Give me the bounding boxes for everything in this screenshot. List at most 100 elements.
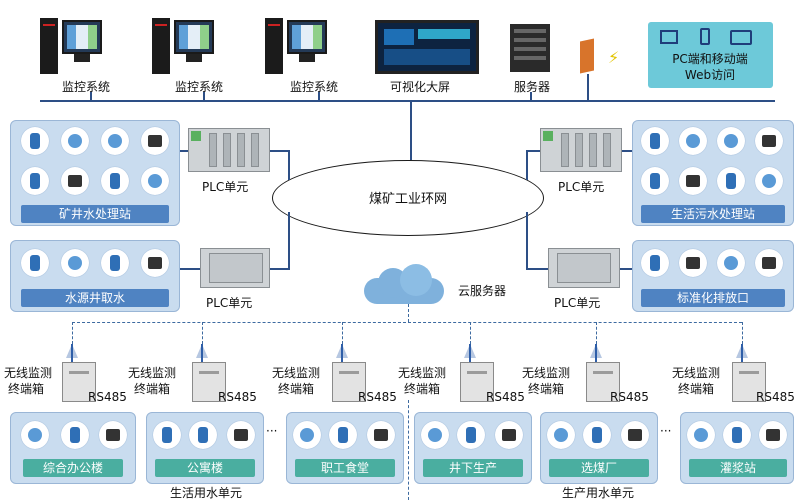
terminal-label-1b: 终端箱 (8, 382, 45, 396)
meter-icon (21, 421, 49, 449)
flowmeter-icon (61, 249, 89, 277)
monitor-label-3: 监控系统 (290, 80, 339, 94)
terminal-label-3a: 无线监测 (272, 366, 321, 380)
ant-drop-5 (596, 322, 597, 344)
server-icon (510, 24, 550, 72)
link-rt-ring-v (526, 150, 528, 180)
rs485-label-4: RS485 (486, 390, 525, 404)
terminal-label-4b: 终端箱 (404, 382, 441, 396)
terminal-label-1a: 无线监测 (4, 366, 53, 380)
valve-icon (755, 167, 783, 195)
pc-screen-icon (660, 30, 678, 44)
link-rm-ring-v (526, 212, 528, 270)
terminal-box-icon (732, 362, 766, 402)
cabinet-icon (61, 167, 89, 195)
group-label-domestic: 生活用水单元 (170, 486, 243, 500)
camera-icon (717, 249, 745, 277)
station-panel-right-top: 生活污水处理站 (632, 120, 794, 226)
ant-drop-6 (742, 322, 743, 344)
plc-label-right-top: PLC单元 (558, 180, 605, 194)
controller-icon (141, 127, 169, 155)
station-label-left-top: 矿井水处理站 (21, 205, 169, 223)
web-access-box: PC端和移动端 Web访问 (648, 22, 773, 88)
link-rm (620, 268, 632, 270)
meter-icon (547, 421, 575, 449)
pc1-drop (90, 92, 92, 101)
monitor-label-2: 监控系统 (175, 80, 224, 94)
sensor-icon (21, 249, 49, 277)
sensor-icon (641, 249, 669, 277)
monitor-label-1: 监控系统 (62, 80, 111, 94)
antenna-icon (196, 344, 208, 368)
terminal-box-icon (586, 362, 620, 402)
sensor-icon (61, 421, 89, 449)
link-rt (622, 150, 632, 152)
rs485-label-6: RS485 (756, 390, 795, 404)
sensor-icon (583, 421, 611, 449)
ring-network-label: 煤矿工业环网 (368, 192, 448, 207)
sensor-icon (641, 127, 669, 155)
link-lt (180, 150, 188, 152)
station-label-right-mid: 标准化排放口 (641, 289, 785, 307)
firewall-icon (580, 38, 594, 74)
server-drop (530, 92, 532, 101)
station-label-right-top: 生活污水处理站 (641, 205, 785, 223)
analyzer-icon (641, 167, 669, 195)
sensor-icon (329, 421, 357, 449)
link-lt-ring-v (288, 150, 290, 180)
ring-network-ellipse (272, 160, 544, 236)
camera-icon (717, 127, 745, 155)
terminal-label-5a: 无线监测 (522, 366, 571, 380)
station-panel-right-mid: 标准化排放口 (632, 240, 794, 312)
cloud-icon (364, 264, 444, 304)
link-lm-ring-v (288, 212, 290, 270)
cloud-drop (408, 304, 409, 322)
rs485-label-3: RS485 (358, 390, 397, 404)
pc3-drop (318, 92, 320, 101)
unit-panel-3: 职工食堂 (286, 412, 404, 484)
plc-label-left-mid: PLC单元 (206, 296, 253, 310)
meter-icon (421, 421, 449, 449)
unit-label-2: 公寓楼 (155, 459, 255, 477)
terminal-label-2a: 无线监测 (128, 366, 177, 380)
unit-panel-5: 选煤厂 (540, 412, 658, 484)
unit-panel-2: 公寓楼 (146, 412, 264, 484)
terminal-label-4a: 无线监测 (398, 366, 447, 380)
server-label: 服务器 (514, 80, 551, 94)
camera-icon (101, 127, 129, 155)
antenna-icon (66, 344, 78, 368)
valve-icon (367, 421, 395, 449)
monitor-pc-2-icon (152, 18, 214, 74)
ant-drop-4 (470, 322, 471, 344)
sensor-icon (457, 421, 485, 449)
phone-icon (700, 28, 710, 45)
terminal-label-5b: 终端箱 (528, 382, 565, 396)
sensor-icon (21, 127, 49, 155)
terminal-label-2b: 终端箱 (134, 382, 171, 396)
valve-icon (99, 421, 127, 449)
rs485-label-1: RS485 (88, 390, 127, 404)
terminal-label-3b: 终端箱 (278, 382, 315, 396)
sensor-icon (723, 421, 751, 449)
controller-icon (141, 249, 169, 277)
link-rt-ring (526, 150, 540, 152)
ant-drop-3 (342, 322, 343, 344)
terminal-label-6a: 无线监测 (672, 366, 721, 380)
visual-screen-icon (375, 20, 479, 74)
flowmeter-icon (679, 127, 707, 155)
unit-panel-1: 综合办公楼 (10, 412, 136, 484)
terminal-box-icon (460, 362, 494, 402)
group-label-production: 生产用水单元 (562, 486, 635, 500)
terminal-box-icon (332, 362, 366, 402)
pump-icon (717, 167, 745, 195)
plc-label-left-top: PLC单元 (202, 180, 249, 194)
cabinet-icon (679, 167, 707, 195)
pump-icon (101, 167, 129, 195)
ellipsis-1: ··· (266, 424, 278, 438)
wireless-bus (72, 322, 742, 323)
station-panel-left-mid: 水源井取水 (10, 240, 180, 312)
plc-left-mid-icon (200, 248, 270, 288)
ant-drop-1 (72, 322, 73, 344)
rs485-label-5: RS485 (610, 390, 649, 404)
monitor-pc-3-icon (265, 18, 327, 74)
